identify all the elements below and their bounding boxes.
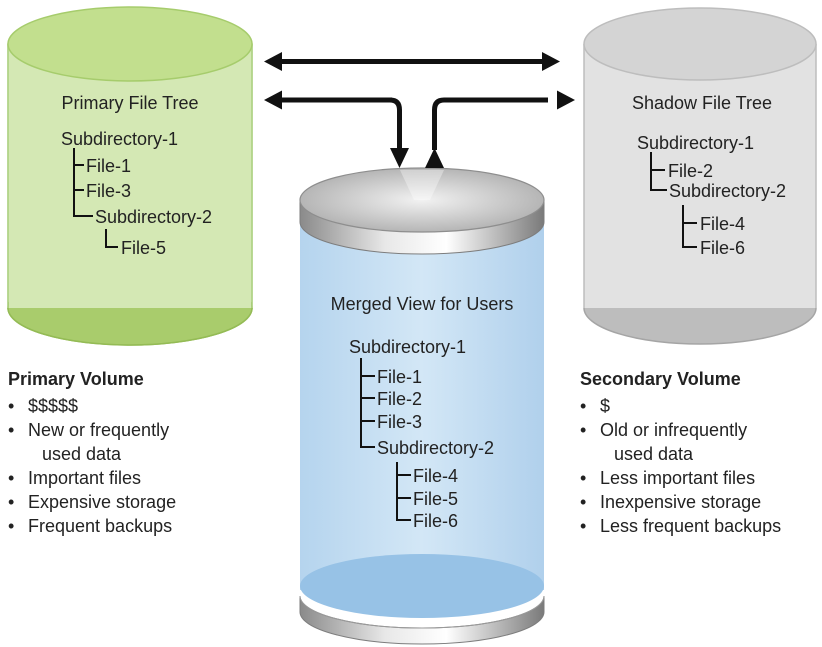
list-item-text: New or frequently [28, 420, 170, 440]
merged-cylinder-body [300, 222, 544, 590]
shadow-tree-item: File-4 [700, 214, 745, 234]
shadow-cylinder-body [584, 44, 816, 308]
sync-arrows [264, 52, 575, 168]
list-item-text: Expensive storage [28, 492, 177, 512]
list-item-text: used data [614, 444, 694, 464]
merged-view-cylinder [299, 167, 545, 645]
shadow-tree-item: Subdirectory-2 [669, 181, 786, 201]
shadow-cylinder-top [583, 7, 817, 81]
elbow-arrow-primary-merged [264, 90, 409, 168]
shadow-tree-level2-lines [682, 205, 697, 248]
merged-cylinder-top [299, 167, 545, 233]
merged-cylinder-top-highlight [400, 170, 444, 200]
shadow-tree-item: File-2 [668, 161, 713, 181]
list-item-text: used data [42, 444, 122, 464]
shadow-tree-root: Subdirectory-1 [637, 133, 754, 153]
secondary-volume-cylinder [583, 7, 817, 345]
list-item: Less frequent backups [580, 514, 820, 538]
list-item: Expensive storage [8, 490, 268, 514]
list-item-text: Inexpensive storage [600, 492, 762, 512]
merged-tree-level2-lines [396, 462, 411, 521]
list-item: New or frequently used data [8, 418, 268, 466]
list-item: Less important files [580, 466, 820, 490]
shadow-cylinder-bottom [583, 307, 817, 345]
shadow-tree-level1-lines [650, 152, 667, 191]
elbow-arrow-merged-shadow [425, 90, 575, 168]
double-arrow-top [264, 52, 560, 71]
list-item-text: $$$$$ [28, 396, 79, 416]
primary-volume-cylinder [7, 6, 253, 346]
primary-tree-level2-lines [105, 229, 118, 248]
tree-lines [73, 148, 697, 521]
list-item-text: Old or infrequently [600, 420, 748, 440]
list-item: $ [580, 394, 820, 418]
list-item-text: Less frequent backups [600, 516, 782, 536]
primary-volume-heading: Primary Volume [8, 369, 144, 389]
shadow-file-tree: Shadow File Tree Subdirectory-1 File-2 S… [632, 93, 786, 258]
merged-file-tree: Merged View for Users Subdirectory-1 Fil… [331, 294, 514, 531]
merged-tree-item: Subdirectory-2 [377, 438, 494, 458]
shadow-tree-item: File-6 [700, 238, 745, 258]
list-item: Old or infrequently used data [580, 418, 820, 466]
merged-tree-item: File-2 [377, 389, 422, 409]
list-item-text: Frequent backups [28, 516, 173, 536]
merged-tree-item: File-1 [377, 367, 422, 387]
merged-tree-item: File-3 [377, 412, 422, 432]
list-item-text: Less important files [600, 468, 756, 488]
list-item-text: Important files [28, 468, 142, 488]
list-item: Frequent backups [8, 514, 268, 538]
primary-tree-item: Subdirectory-2 [95, 207, 212, 227]
merged-tree-item: File-4 [413, 466, 458, 486]
merged-tree-title: Merged View for Users [331, 294, 514, 314]
primary-volume-list: Primary Volume $$$$$ New or frequently us… [8, 369, 268, 538]
primary-tree-level1-lines [73, 148, 93, 217]
merged-tree-item: File-5 [413, 489, 458, 509]
primary-tree-item: File-3 [86, 181, 131, 201]
merged-tree-level1-lines [360, 358, 375, 448]
shadow-tree-title: Shadow File Tree [632, 93, 772, 113]
primary-tree-root: Subdirectory-1 [61, 129, 178, 149]
primary-cylinder-top [7, 6, 253, 82]
primary-tree-title: Primary File Tree [61, 93, 198, 113]
merged-tree-root: Subdirectory-1 [349, 337, 466, 357]
primary-cylinder-body-fill [9, 44, 251, 308]
merged-tree-item: File-6 [413, 511, 458, 531]
list-item: $$$$$ [8, 394, 268, 418]
primary-file-tree: Primary File Tree Subdirectory-1 File-1 … [61, 93, 212, 258]
merged-cylinder-inner-bottom [300, 554, 544, 618]
primary-tree-item: File-1 [86, 156, 131, 176]
merged-cylinder-bottom-rim-edge [299, 595, 545, 629]
primary-cylinder-bottom-front [7, 307, 253, 346]
list-item: Important files [8, 466, 268, 490]
secondary-volume-list: Secondary Volume $ Old or infrequently us… [580, 369, 820, 538]
primary-tree-item: File-5 [121, 238, 166, 258]
secondary-volume-heading: Secondary Volume [580, 369, 741, 389]
list-item-text: $ [600, 396, 611, 416]
list-item: Inexpensive storage [580, 490, 820, 514]
